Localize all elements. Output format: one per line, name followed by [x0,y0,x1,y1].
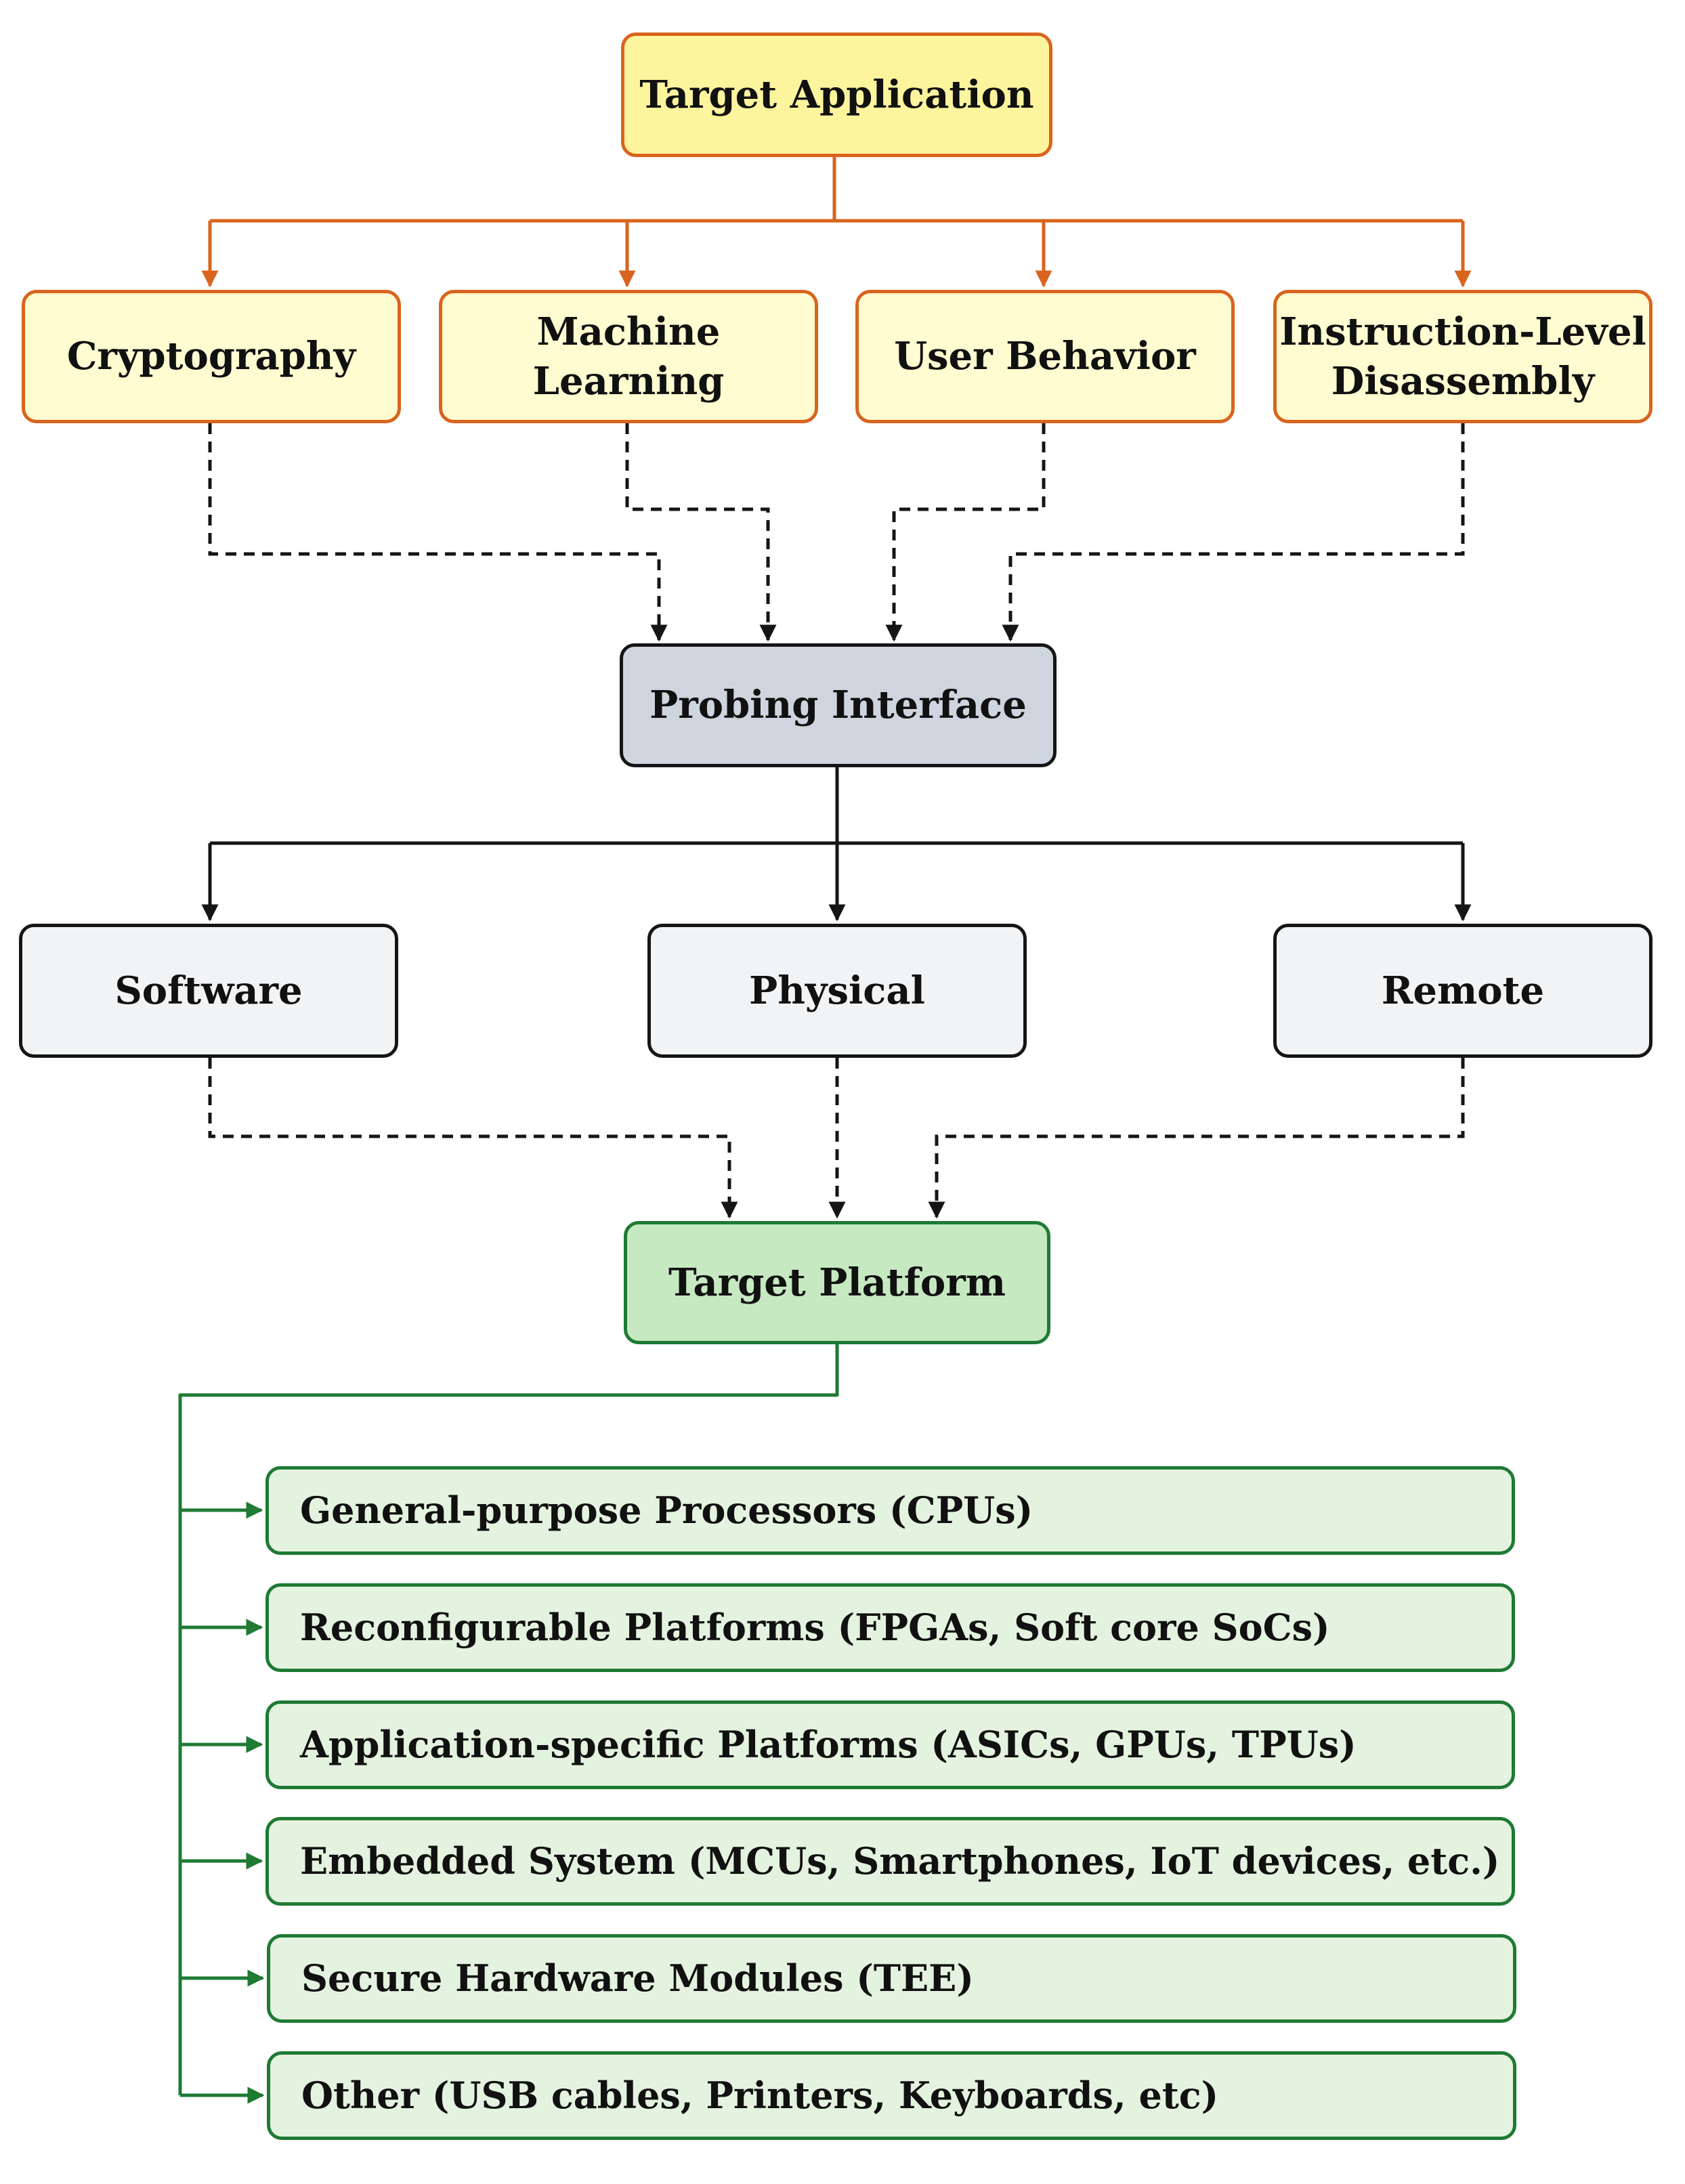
target-application-node: Target Application [621,33,1052,157]
instruction-level-disassembly-label: Instruction-Level Disassembly [1279,309,1646,404]
connector-cryptography-to-interface [208,423,668,642]
cryptography-label: Cryptography [66,334,356,379]
target-application-label: Target Application [639,72,1034,117]
remote-label: Remote [1381,968,1545,1013]
platform-item-cpus: General-purpose Processors (CPUs) [265,1466,1515,1555]
platform-item-fpgas: Reconfigurable Platforms (FPGAs, Soft co… [265,1583,1515,1672]
connector-remote-to-platform [928,1058,1465,1219]
platform-item-label: Application-specific Platforms (ASICs, G… [300,1723,1357,1767]
user-behavior-node: User Behavior [855,290,1235,423]
software-label: Software [114,968,303,1013]
machine-learning-label: Machine Learning [532,309,725,404]
physical-node: Physical [647,924,1027,1058]
instruction-level-disassembly-node: Instruction-Level Disassembly [1273,290,1652,423]
target-platform-label: Target Platform [668,1260,1006,1305]
platform-item-label: Reconfigurable Platforms (FPGAs, Soft co… [300,1606,1330,1650]
connector-software-to-platform [208,1058,738,1219]
user-behavior-label: User Behavior [894,334,1196,379]
remote-node: Remote [1273,924,1652,1058]
cryptography-node: Cryptography [22,290,401,423]
connector-disassembly-to-interface [1002,423,1465,642]
probing-interface-node: Probing Interface [620,643,1057,767]
target-platform-node: Target Platform [624,1221,1050,1344]
platform-item-asics: Application-specific Platforms (ASICs, G… [265,1700,1515,1789]
software-node: Software [19,924,398,1058]
platform-item-label: General-purpose Processors (CPUs) [300,1489,1033,1533]
platform-item-embedded: Embedded System (MCUs, Smartphones, IoT … [265,1817,1515,1906]
probing-interface-label: Probing Interface [649,683,1027,728]
platform-item-label: Secure Hardware Modules (TEE) [301,1956,974,2000]
physical-label: Physical [749,968,925,1013]
platform-item-label: Other (USB cables, Printers, Keyboards, … [301,2074,1219,2118]
platform-item-label: Embedded System (MCUs, Smartphones, IoT … [300,1839,1500,1883]
platform-item-other: Other (USB cables, Printers, Keyboards, … [267,2051,1516,2140]
connector-machine-learning-to-interface [625,423,777,642]
machine-learning-node: Machine Learning [439,290,818,423]
platform-item-tee: Secure Hardware Modules (TEE) [267,1934,1516,2023]
connector-user-behavior-to-interface [885,423,1046,642]
